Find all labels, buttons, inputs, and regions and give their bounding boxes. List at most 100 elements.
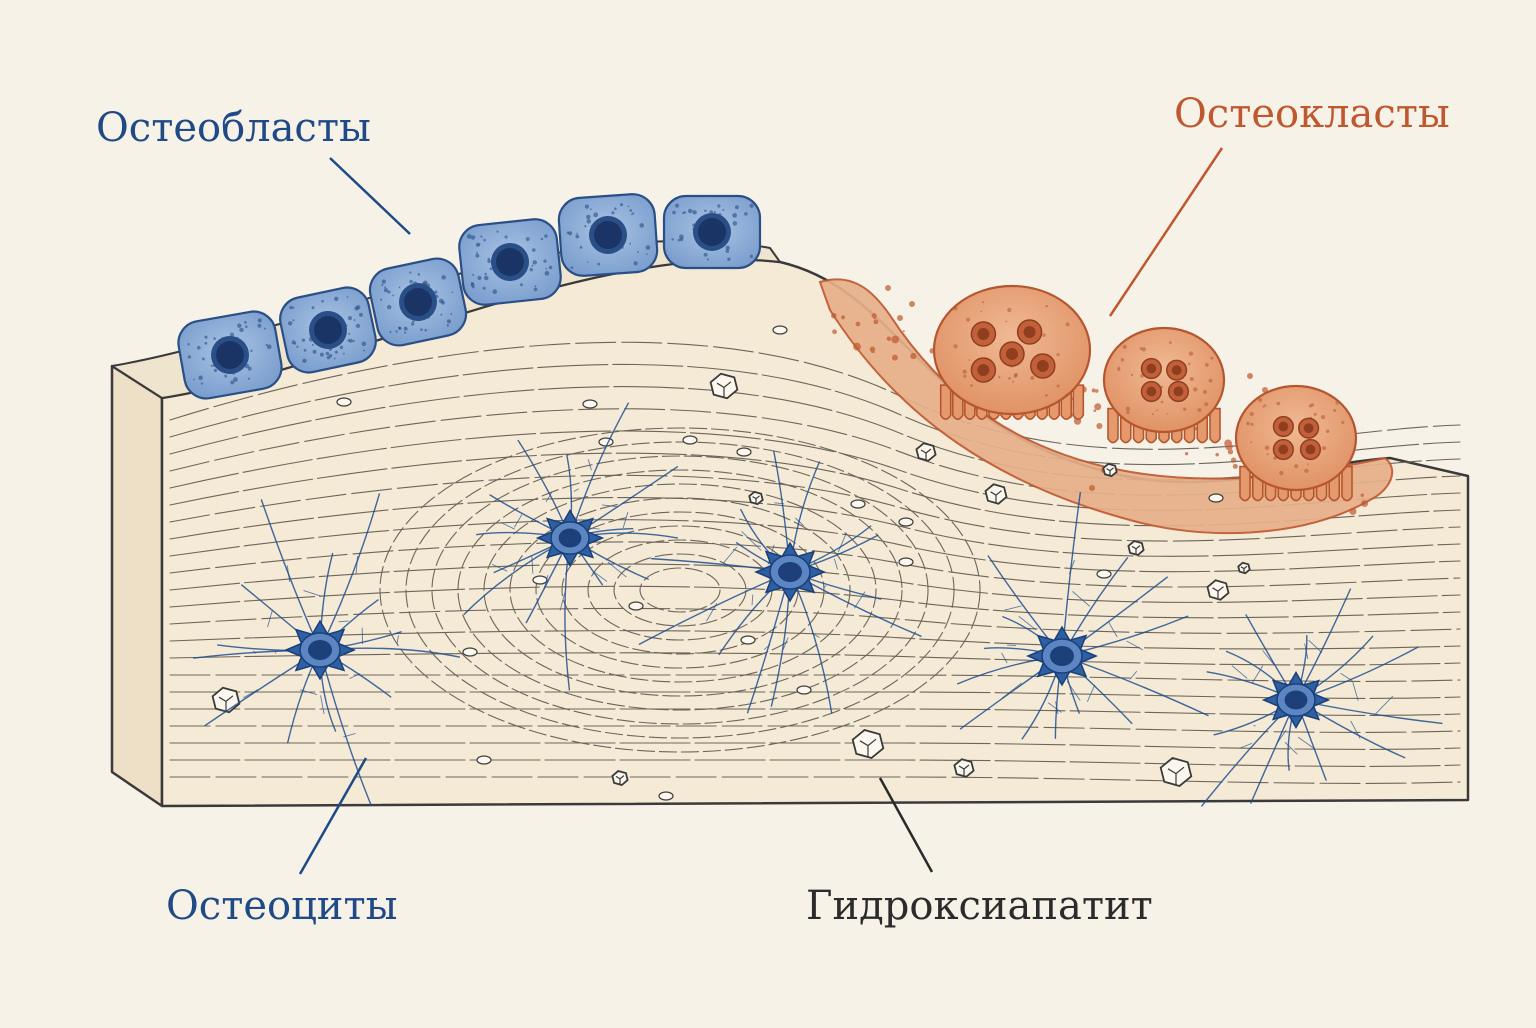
osteoblast (458, 218, 562, 306)
debris-dot (910, 352, 917, 360)
debris-dot (891, 354, 898, 361)
osteoclast (1234, 384, 1358, 502)
lacuna (658, 791, 674, 801)
debris-dot (902, 330, 905, 333)
hydroxyapatite-crystal (1127, 540, 1145, 556)
debris-dot (1091, 388, 1096, 393)
osteocytes-leader-line (298, 757, 368, 875)
hydroxyapatite-crystal (709, 372, 739, 400)
osteon-ring (431, 455, 929, 725)
debris-dot (1093, 409, 1097, 413)
lacuna (1208, 493, 1224, 503)
osteoclasts-leader-line (1108, 147, 1224, 317)
debris-dot (891, 335, 900, 344)
lacuna (628, 601, 644, 611)
lamella-line (169, 563, 1461, 603)
debris-dot (1227, 449, 1234, 455)
debris-dot (855, 321, 861, 327)
hydroxyapatite-crystal (915, 442, 937, 462)
osteoblast (279, 286, 377, 374)
debris-dot (1184, 451, 1189, 456)
lamella-line (169, 630, 1461, 650)
hydroxyapatite-crystal (1102, 462, 1118, 478)
osteon-ring (405, 441, 955, 739)
osteoclast (932, 284, 1092, 420)
lacuna (532, 575, 548, 585)
lacuna (462, 647, 478, 657)
hydroxyapatite-crystal (984, 483, 1008, 505)
hydroxyapatite-label: Гидроксиапатит (806, 883, 1153, 929)
debris-dot (853, 342, 861, 351)
lacuna (898, 517, 914, 527)
osteocyte (956, 492, 1209, 740)
hydroxyapatite-crystal (1206, 579, 1230, 601)
osteoblast (662, 194, 762, 270)
osteoclast (1102, 326, 1226, 444)
osteon-ring (509, 497, 851, 683)
osteocyte (463, 402, 679, 691)
hydroxyapatite-crystal (611, 770, 629, 786)
osteon-ring (379, 427, 981, 753)
debris-dot (1360, 493, 1364, 497)
osteoblast (557, 193, 659, 277)
lamella-line (169, 541, 1461, 588)
lacuna (850, 499, 866, 509)
osteon-rings (379, 427, 981, 753)
debris-dot (1096, 423, 1103, 430)
debris-dot (832, 329, 837, 335)
hydroxyapatite-leader-line (878, 777, 934, 873)
lacuna (796, 685, 812, 695)
debris-dot (1247, 373, 1253, 379)
osteoclasts-label: Остеокласты (1174, 91, 1450, 137)
debris-dot (1230, 457, 1237, 463)
debris-dot (1232, 463, 1238, 469)
debris-dot (1094, 403, 1102, 411)
osteoblasts-leader-line (329, 157, 411, 235)
osteoblast (177, 310, 283, 400)
osteocyte (193, 493, 461, 807)
lamella-line (169, 652, 1461, 666)
lamella-line (169, 496, 1461, 557)
debris-dot (886, 336, 892, 341)
osteocyte-group (193, 402, 1443, 807)
lacuna (476, 755, 492, 765)
debris-dot (1094, 389, 1099, 393)
lamella-line (169, 725, 1461, 733)
lacuna (1096, 569, 1112, 579)
debris-dot (1215, 452, 1219, 457)
lacuna (736, 447, 752, 457)
bone-side-face (110, 364, 164, 808)
osteocytes-label: Остеоциты (166, 883, 398, 929)
debris-dot (873, 319, 879, 325)
debris-dot (873, 316, 877, 320)
lacuna (898, 557, 914, 567)
osteoblasts-label: Остеобласты (96, 105, 371, 151)
lacuna (598, 437, 614, 447)
lacuna (336, 397, 352, 407)
debris-dot (885, 285, 891, 291)
lamella-line (169, 452, 1461, 527)
osteon-ring (639, 567, 721, 613)
osteoblast (368, 257, 468, 347)
debris-dot (831, 312, 837, 319)
debris-dot (1089, 485, 1095, 491)
osteocyte (1200, 588, 1443, 807)
hydroxyapatite-crystal (953, 758, 975, 778)
hydroxyapatite-crystal (1237, 561, 1251, 575)
lamella-line (169, 776, 1461, 784)
hydroxyapatite-crystal (851, 729, 885, 759)
osteon-ring (457, 469, 903, 711)
hydroxyapatite-crystal (748, 490, 764, 506)
hydroxyapatite-crystal (1159, 757, 1193, 787)
debris-dot (909, 301, 915, 307)
debris-dot (897, 315, 903, 321)
lamella-line (169, 474, 1461, 542)
lacuna (740, 635, 756, 645)
lacuna (582, 399, 598, 409)
osteoclast-group (932, 284, 1358, 502)
resorption-zone (818, 278, 1394, 535)
osteoblast-group (177, 193, 762, 400)
debris-dot (1225, 442, 1233, 451)
